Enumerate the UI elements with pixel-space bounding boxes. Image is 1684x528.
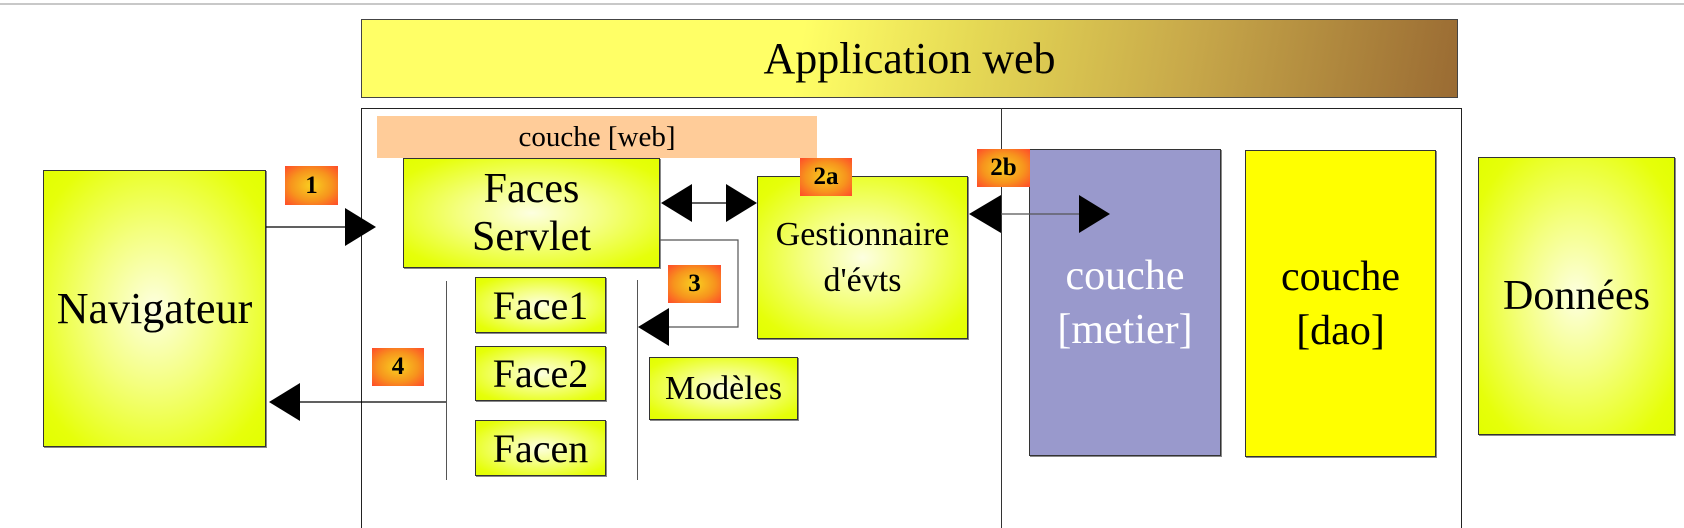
navigateur-label: Navigateur xyxy=(56,284,253,333)
gestionnaire-node: Gestionnaire d'évts xyxy=(757,176,968,339)
step-badge-1: 1 xyxy=(285,166,338,205)
navigateur-node: Navigateur xyxy=(43,170,266,447)
banner-title: Application web xyxy=(763,34,1056,83)
step-badge-4-label: 4 xyxy=(391,353,405,380)
gestionnaire-label-2: d'évts xyxy=(823,261,902,299)
step-badge-4: 4 xyxy=(372,348,424,386)
face1-node: Face1 xyxy=(475,277,606,333)
modeles-label: Modèles xyxy=(664,369,783,407)
web-layer-label: couche [web] xyxy=(377,116,817,158)
application-web-banner: Application web xyxy=(361,19,1458,98)
step-badge-2b: 2b xyxy=(977,149,1030,187)
faces-bracket-right xyxy=(637,280,638,480)
face2-label: Face2 xyxy=(492,351,589,396)
donnees-label: Données xyxy=(1503,273,1650,319)
faces-bracket-left xyxy=(446,281,447,480)
arrow-step-1 xyxy=(266,208,376,246)
layer-divider xyxy=(1001,108,1002,528)
dao-label-2: [dao] xyxy=(1296,307,1385,354)
donnees-node: Données xyxy=(1478,157,1675,435)
step-badge-2a: 2a xyxy=(800,158,852,196)
faces-servlet-label-2: Servlet xyxy=(472,214,591,260)
step-badge-3-label: 3 xyxy=(688,270,701,297)
metier-label-2: [metier] xyxy=(1057,306,1193,353)
face1-label: Face1 xyxy=(492,282,589,328)
faces-servlet-node: Faces Servlet xyxy=(403,158,660,268)
step-badge-2b-label: 2b xyxy=(990,154,1017,181)
metier-label-1: couche xyxy=(1065,252,1185,299)
facen-label: Facen xyxy=(492,425,589,471)
web-layer-text: couche [web] xyxy=(518,120,676,153)
faces-servlet-label-1: Faces xyxy=(483,166,580,212)
facen-node: Facen xyxy=(475,420,606,476)
dao-layer-node: couche [dao] xyxy=(1245,150,1436,457)
step-badge-3: 3 xyxy=(668,265,721,303)
top-border xyxy=(0,3,1684,5)
gestionnaire-label-1: Gestionnaire xyxy=(775,215,950,253)
dao-label-1: couche xyxy=(1281,253,1400,300)
modeles-node: Modèles xyxy=(649,357,798,420)
metier-layer-node: couche [metier] xyxy=(1029,149,1221,456)
application-container xyxy=(361,108,1462,528)
step-badge-1-label: 1 xyxy=(305,171,318,199)
step-badge-2a-label: 2a xyxy=(813,163,839,190)
face2-node: Face2 xyxy=(475,346,606,401)
